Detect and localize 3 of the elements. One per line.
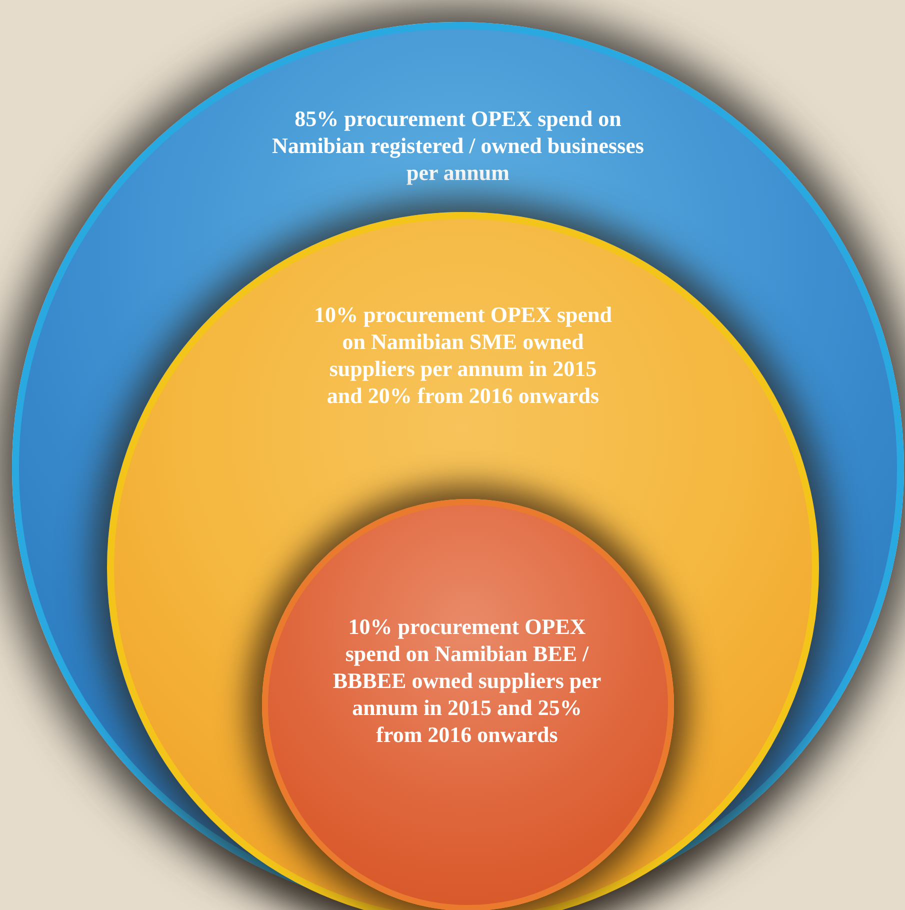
- circle-label: 85% procurement OPEX spend on Namibian registered / owned businesses per annum: [270, 105, 645, 186]
- circle-label: 10% procurement OPEX spend on Namibian BEE / BBBEE owned suppliers per annum in 2015 and 25% from 2016 onwards: [332, 613, 602, 748]
- circle-label: 10% procurement OPEX spend on Namibian SME owned suppliers per annum in 2015 and 20% from 2016 onwards: [313, 301, 613, 409]
